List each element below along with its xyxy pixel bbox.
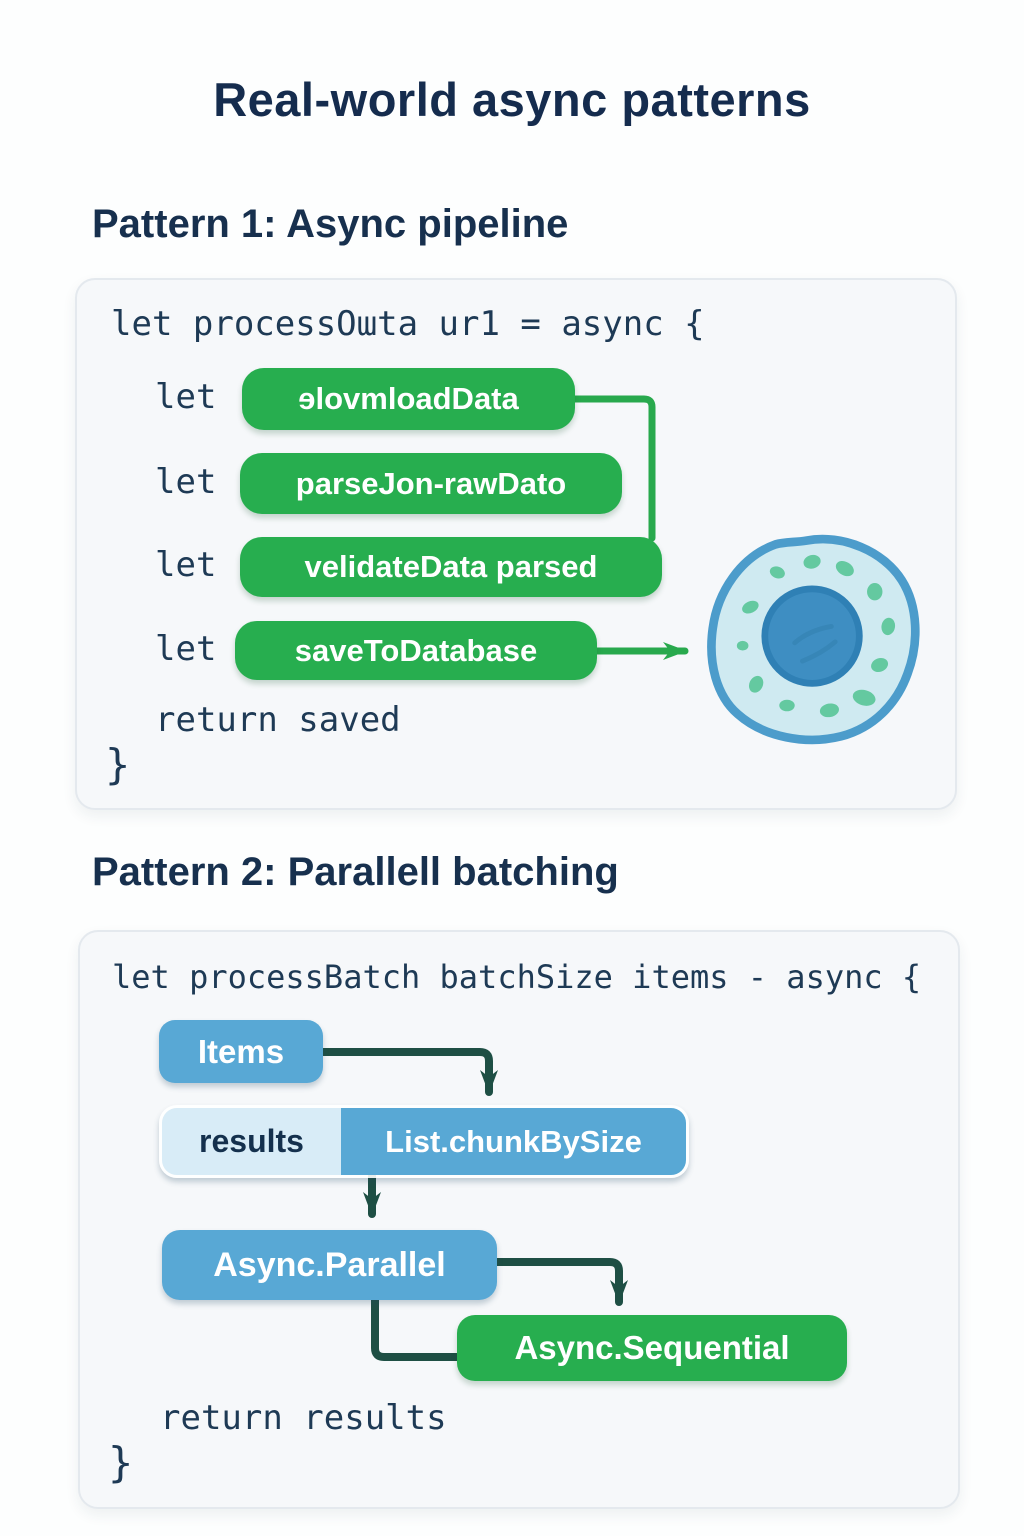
pattern2-heading: Pattern 2: Parallell batching: [92, 850, 619, 894]
step-parse-json: parseJon-rawDato: [240, 453, 622, 514]
pattern1-return-line: return saved: [155, 700, 401, 740]
step-validate-data: velidateData parsed: [240, 537, 662, 597]
step-download-data: ɘlovmloadData: [242, 368, 575, 430]
pattern2-code-open: let processBatch batchSize items - async…: [112, 958, 922, 996]
parallel-to-sequential-arrow: [493, 1258, 628, 1306]
let-keyword: let: [155, 629, 217, 669]
node-async-parallel: Async.Parallel: [162, 1230, 497, 1300]
step-save-to-database: saveToDatabase: [235, 621, 597, 680]
node-items: Items: [159, 1020, 323, 1083]
pattern2-return-line: return results: [160, 1398, 447, 1438]
pattern1-heading: Pattern 1: Async pipeline: [92, 202, 569, 246]
page-title: Real-world async patterns: [213, 73, 811, 126]
pattern2-card: let processBatch batchSize items - async…: [78, 930, 960, 1509]
node-results-chunk: results List.chunkBySize: [159, 1105, 689, 1178]
let-keyword: let: [155, 462, 217, 502]
pattern1-code-open: let processOɯta ur1 = async {: [111, 304, 705, 344]
node-results: results: [162, 1108, 341, 1175]
node-async-sequential: Async.Sequential: [457, 1315, 847, 1381]
let-keyword: let: [155, 377, 217, 417]
pattern1-close-brace: }: [105, 740, 131, 789]
pattern2-close-brace: }: [108, 1438, 134, 1487]
parallel-to-sequential-connector: [371, 1296, 461, 1361]
pattern1-card: let processOɯta ur1 = async { let ɘlovml…: [75, 278, 957, 810]
let-keyword: let: [155, 545, 217, 585]
items-to-chunk-arrow: [319, 1048, 498, 1096]
cell-icon: [707, 534, 920, 745]
node-chunk-by-size: List.chunkBySize: [341, 1108, 686, 1175]
